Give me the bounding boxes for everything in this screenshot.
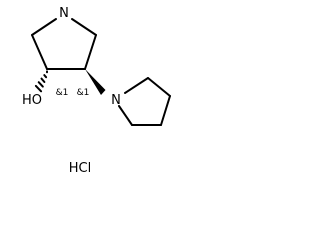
hashed-wedge-bond-c3-oh	[34, 70, 48, 93]
salt-label: HCl	[69, 161, 91, 176]
bond-n-ca	[124, 77, 149, 94]
bond-cd-n	[118, 105, 133, 126]
pyrrolidinol-ring	[31, 18, 97, 70]
atom-label-hydroxyl: HO	[22, 93, 42, 108]
atom-label-ring-nitrogen: N	[59, 6, 69, 21]
bond-ca-cb	[147, 77, 171, 97]
bond-c5-n1	[71, 18, 97, 36]
bond-cb-cc	[160, 95, 171, 126]
solid-wedge-bond-c4-n	[85, 69, 106, 95]
stereo-label-c3: &1	[56, 88, 69, 98]
atom-label-pyrrolidinyl-nitrogen: N	[111, 93, 121, 108]
pyrrolidine-ring	[118, 77, 171, 126]
chemical-structure: N HO N &1 &1 HCl	[22, 6, 171, 176]
stereo-label-c4: &1	[77, 88, 90, 98]
bond-c4-c5	[84, 34, 97, 70]
bond-c2-c3	[31, 34, 48, 70]
bond-n1-c2	[31, 18, 57, 36]
